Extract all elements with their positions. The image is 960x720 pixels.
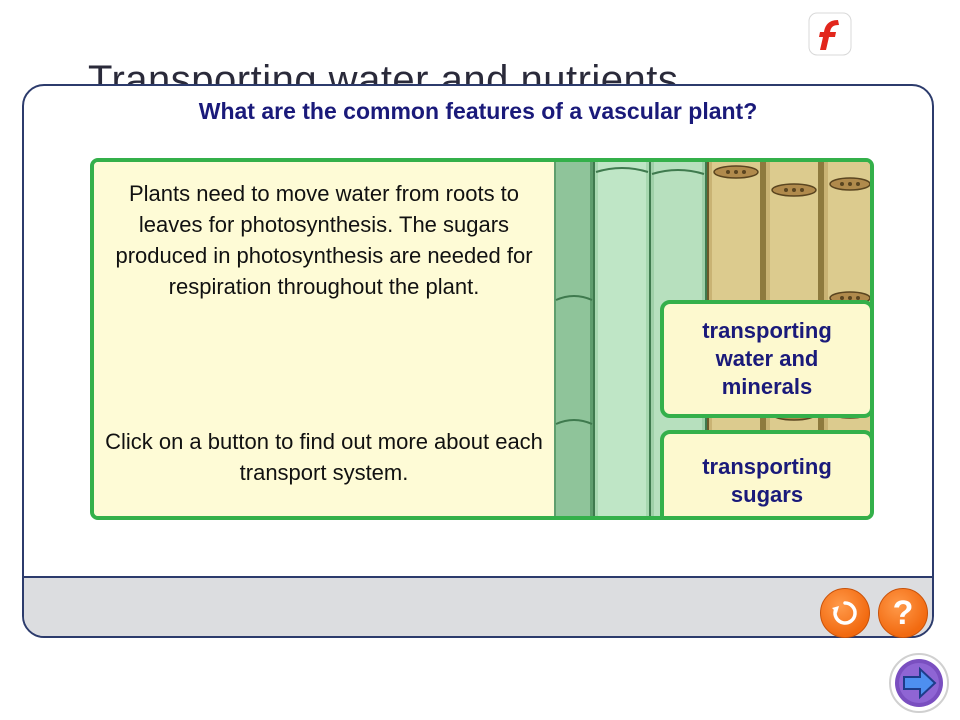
replay-icon [832, 601, 857, 625]
replay-button[interactable] [820, 588, 870, 638]
question-heading: What are the common features of a vascul… [198, 98, 758, 124]
intro-paragraph: Plants need to move water from roots to … [115, 181, 533, 299]
help-button[interactable]: ? [878, 588, 928, 638]
transporting-water-button[interactable]: transporting water and minerals [660, 300, 870, 418]
instruction-paragraph: Click on a button to find out more about… [105, 429, 543, 485]
info-box: Plants need to move water from roots to … [90, 158, 874, 520]
next-slide-button[interactable] [888, 652, 950, 714]
panel-footer [24, 576, 932, 636]
help-label: ? [892, 593, 914, 632]
flash-logo-icon [808, 12, 852, 56]
info-text-area: Plants need to move water from roots to … [94, 162, 554, 516]
next-arrow-icon [889, 653, 949, 713]
transporting-sugars-button[interactable]: transporting sugars [660, 430, 870, 516]
content-panel: What are the common features of a vascul… [22, 84, 934, 638]
